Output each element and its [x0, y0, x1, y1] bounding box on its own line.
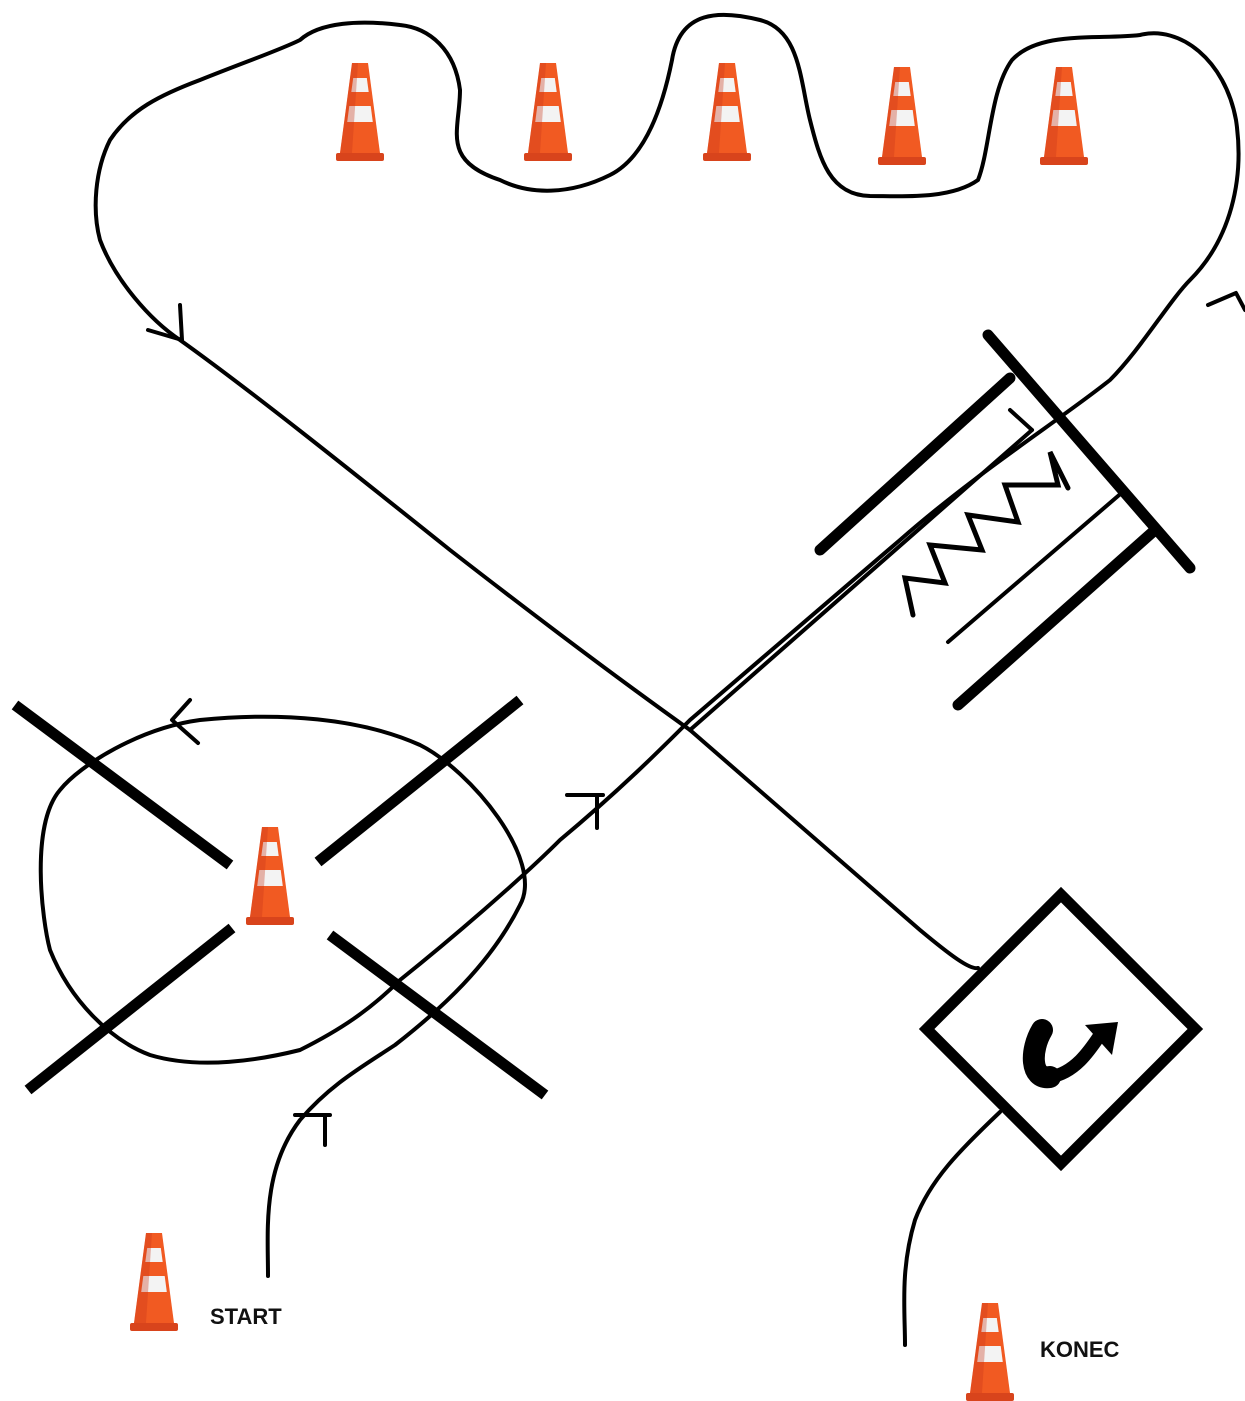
traffic-cone-icon	[703, 63, 751, 161]
traffic-cone-icon	[246, 827, 294, 925]
traffic-cone-icon	[524, 63, 572, 161]
barrier-bottom-left	[28, 928, 232, 1090]
end-label: KONEC	[1040, 1337, 1119, 1363]
zigzag-icon	[905, 452, 1068, 615]
start-cone-icon	[130, 1233, 178, 1331]
start-label: START	[210, 1304, 282, 1330]
traffic-cone-icon	[336, 63, 384, 161]
end-cone-icon	[966, 1303, 1014, 1401]
direction-arrow-icon	[148, 305, 182, 340]
direction-arrow-icon	[567, 795, 603, 828]
direction-arrow-icon	[1208, 293, 1245, 310]
u-turn-box	[927, 895, 1196, 1164]
traffic-cone-icon	[1040, 67, 1088, 165]
slalom-lane	[690, 335, 1190, 730]
barrier-top-left	[15, 705, 230, 865]
traffic-cone-icon	[878, 67, 926, 165]
